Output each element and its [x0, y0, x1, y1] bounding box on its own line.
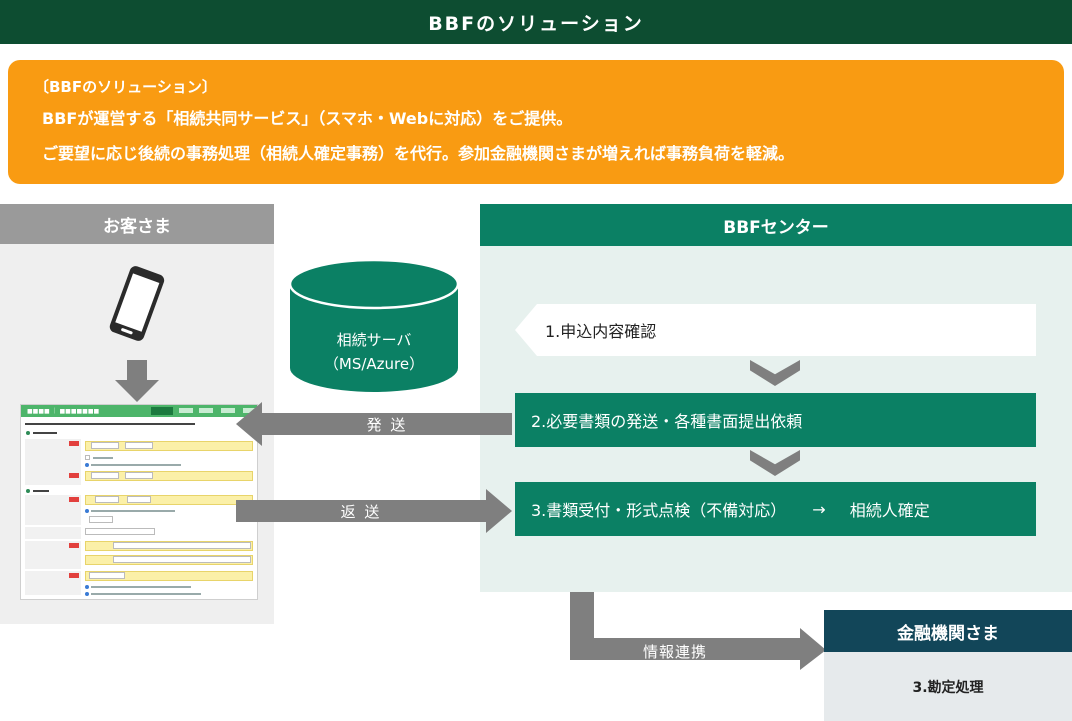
customer-header: お客さま: [0, 204, 274, 244]
form-info-dot: [85, 509, 89, 513]
form-checkbox: [85, 455, 90, 460]
server-label-line-2: （MS/Azure）: [323, 355, 425, 373]
form-text-line: [91, 593, 201, 595]
send-arrow-label: 発 送: [262, 413, 512, 435]
form-input-box: [113, 556, 251, 563]
form-section-title: [33, 432, 57, 434]
form-required-badge: [69, 497, 79, 502]
form-tab: [221, 408, 235, 413]
financial-header: 金融機関さま: [824, 610, 1072, 652]
info-link-label: 情報連携: [600, 640, 750, 662]
form-kana-input: [85, 471, 253, 481]
form-header-bar: ■■■■ ｜ ■■■■■■■: [21, 405, 257, 417]
form-screenshot: ■■■■ ｜ ■■■■■■■: [20, 404, 258, 600]
step-3-arrow: →: [812, 499, 826, 519]
info-label: 情報連携: [642, 642, 707, 661]
customer-header-label: お客さま: [103, 216, 171, 237]
banner-line-1: BBFが運営する「相続共同サービス」（スマホ・Webに対応）をご提供。: [42, 109, 573, 128]
form-required-badge: [69, 573, 79, 578]
form-required-badge: [69, 543, 79, 548]
form-required-badge: [69, 441, 79, 446]
form-input-box: [125, 442, 153, 449]
financial-step-label: 3.勘定処理: [912, 679, 984, 696]
form-section-dot: [26, 489, 30, 493]
form-tab: [199, 408, 213, 413]
step-3-label: 3.書類受付・形式点検（不備対応）: [531, 501, 787, 520]
smartphone-icon: [109, 266, 165, 341]
step-1-box: 1.申込内容確認: [515, 304, 1036, 356]
page-title-text: BBFのソリューション: [428, 12, 644, 35]
financial-header-label: 金融機関さま: [897, 623, 999, 644]
database-icon: [288, 258, 460, 392]
send-label: 発 送: [366, 415, 408, 434]
form-info-dot: [85, 463, 89, 467]
down-arrow-icon: [115, 360, 159, 402]
form-text-line: [91, 586, 191, 588]
form-tab: [243, 408, 257, 413]
form-title-mark: ■■■■ ｜ ■■■■■■■: [27, 408, 100, 415]
page-title: BBFのソリューション: [0, 0, 1072, 44]
form-name-input: [85, 441, 253, 451]
form-input-box: [95, 496, 119, 503]
step-2-box: 2.必要書類の発送・各種書面提出依頼: [515, 393, 1036, 447]
return-arrow-label: 返 送: [236, 500, 486, 522]
step-1-label: 1.申込内容確認: [545, 322, 657, 341]
form-section-title: [33, 490, 49, 492]
step-3-result: 相続人確定: [849, 501, 930, 520]
form-required-badge: [69, 473, 79, 478]
form-intro-line: [25, 423, 195, 425]
form-input-box: [89, 572, 125, 579]
form-search-button: [89, 516, 113, 523]
step-2-label: 2.必要書類の発送・各種書面提出依頼: [531, 412, 803, 431]
form-input-box: [113, 542, 251, 549]
form-select: [85, 528, 155, 535]
form-label-cell: [25, 527, 81, 539]
return-label: 返 送: [340, 502, 382, 521]
step-3-box: 3.書類受付・形式点検（不備対応） → 相続人確定: [515, 482, 1036, 536]
form-input-box: [91, 442, 119, 449]
form-text-line: [91, 510, 175, 512]
send-arrow-icon: [236, 402, 512, 446]
form-address-input: [85, 571, 253, 581]
info-link-arrow-icon: [570, 592, 826, 670]
bbf-center-header-label: BBFセンター: [723, 217, 829, 238]
form-tab: [179, 408, 193, 413]
form-section-dot: [26, 431, 30, 435]
form-input-box: [125, 472, 153, 479]
banner-line-2: ご要望に応じ後続の事務処理（相続人確定事務）を代行。参加金融機関さまが増えれば事…: [42, 144, 795, 163]
form-input-box: [91, 472, 119, 479]
form-tab-active: [151, 407, 173, 415]
form-text-line: [93, 457, 113, 459]
banner-heading: 〔BBFのソリューション〕: [34, 78, 217, 96]
bbf-center-header: BBFセンター: [480, 204, 1072, 246]
form-text-line: [91, 464, 181, 466]
form-info-dot: [85, 592, 89, 596]
form-info-dot: [85, 585, 89, 589]
financial-body: 3.勘定処理: [824, 652, 1072, 721]
form-input-box: [127, 496, 151, 503]
server-label: 相続サーバ （MS/Azure）: [290, 328, 458, 376]
return-arrow-icon: [236, 489, 512, 533]
solution-banner: 〔BBFのソリューション〕 BBFが運営する「相続共同サービス」（スマホ・Web…: [8, 60, 1064, 184]
server-label-line-1: 相続サーバ: [336, 331, 412, 349]
